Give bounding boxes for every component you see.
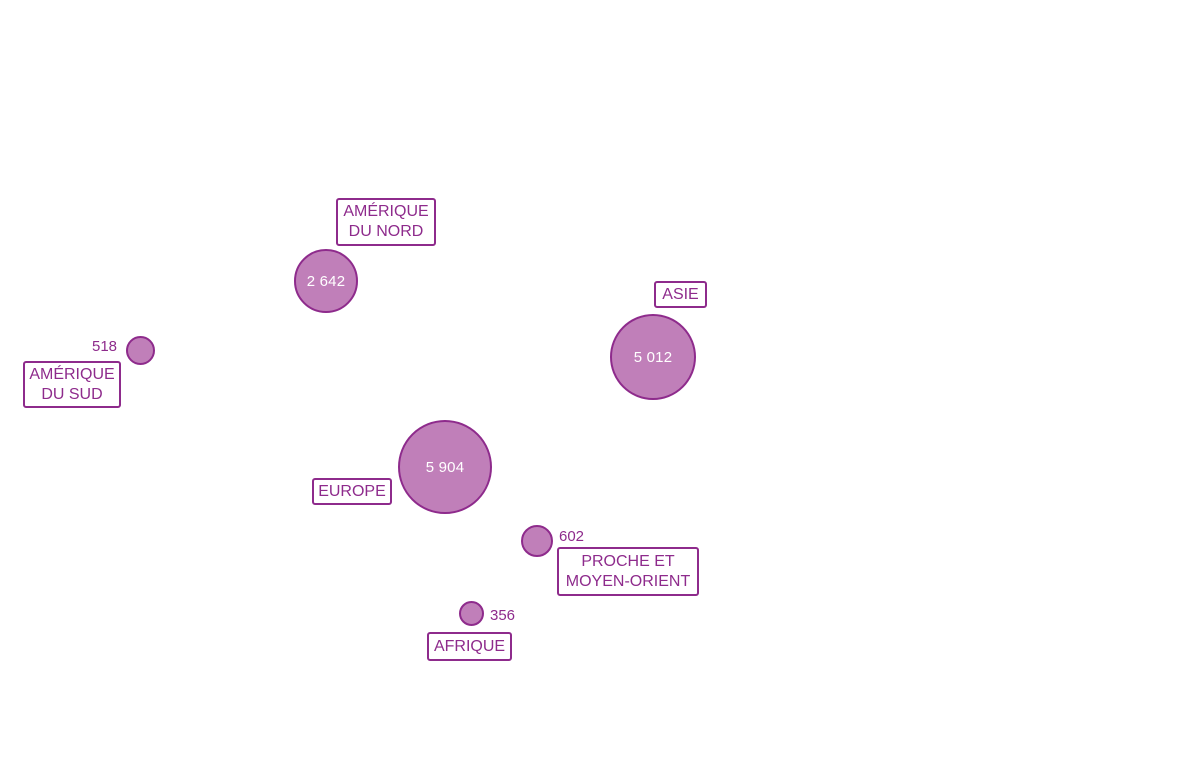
region-label-amerique-sud: AMÉRIQUE DU SUD — [23, 361, 121, 408]
region-label-asie: ASIE — [654, 281, 707, 308]
region-label-line: MOYEN-ORIENT — [565, 572, 691, 590]
region-label-line: AMÉRIQUE — [343, 203, 429, 220]
bubble-value: 356 — [490, 607, 516, 624]
region-label-line: EUROPE — [318, 482, 386, 500]
region-label-afrique: AFRIQUE — [427, 632, 512, 661]
region-label-line: AFRIQUE — [433, 637, 506, 655]
bubble-asie: 5 012 — [610, 314, 696, 400]
region-label-line: PROCHE ET — [581, 552, 675, 570]
bubble-value: 602 — [559, 528, 585, 545]
region-label-line: DU SUD — [41, 385, 103, 403]
bubble-europe: 5 904 — [398, 420, 492, 514]
region-label-line: ASIE — [662, 285, 699, 303]
bubble-value: 5 012 — [633, 348, 673, 366]
region-label-line: DU NORD — [348, 223, 424, 240]
bubble-amerique-nord: 2 642 — [294, 249, 358, 313]
bubble-proche-moyen-orient — [521, 525, 553, 557]
bubble-value: 5 904 — [425, 458, 465, 476]
bubble-value: 518 — [92, 338, 118, 355]
region-label-proche-moyen-orient: PROCHE ET MOYEN-ORIENT — [557, 547, 699, 596]
region-label-europe: EUROPE — [312, 478, 392, 505]
bubble-afrique — [459, 601, 484, 626]
region-label-line: AMÉRIQUE — [29, 365, 115, 383]
bubble-value: 2 642 — [306, 272, 346, 290]
region-label-amerique-nord: AMÉRIQUE DU NORD — [336, 198, 436, 246]
bubble-amerique-sud — [126, 336, 155, 365]
